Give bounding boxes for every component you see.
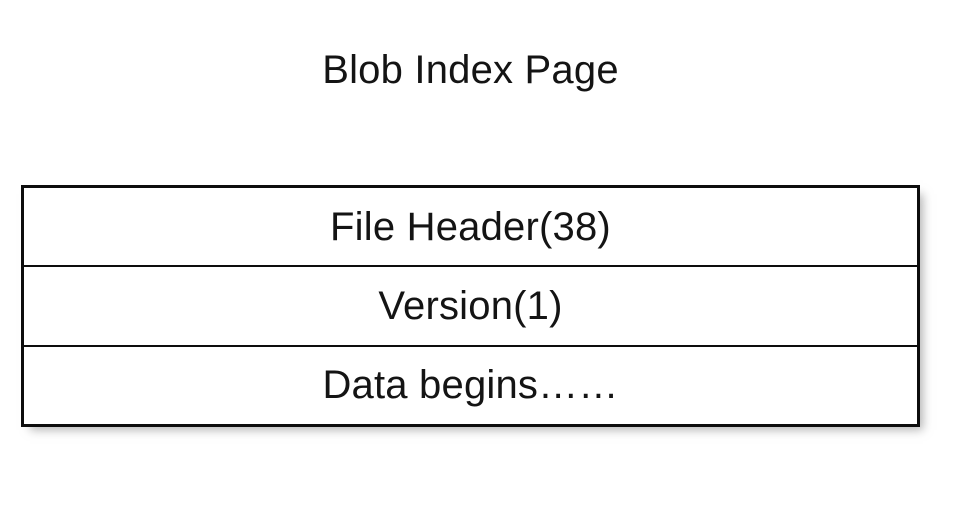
table-row: File Header(38): [24, 188, 917, 266]
page-title: Blob Index Page: [322, 48, 619, 92]
row-label-data-begins: Data begins……: [322, 363, 619, 408]
blob-index-page-structure-table: File Header(38) Version(1) Data begins……: [21, 185, 920, 427]
table-row: Version(1): [24, 265, 917, 345]
table-row: Data begins……: [24, 344, 917, 424]
row-label-file-header: File Header(38): [330, 204, 611, 249]
row-label-version: Version(1): [378, 283, 563, 328]
